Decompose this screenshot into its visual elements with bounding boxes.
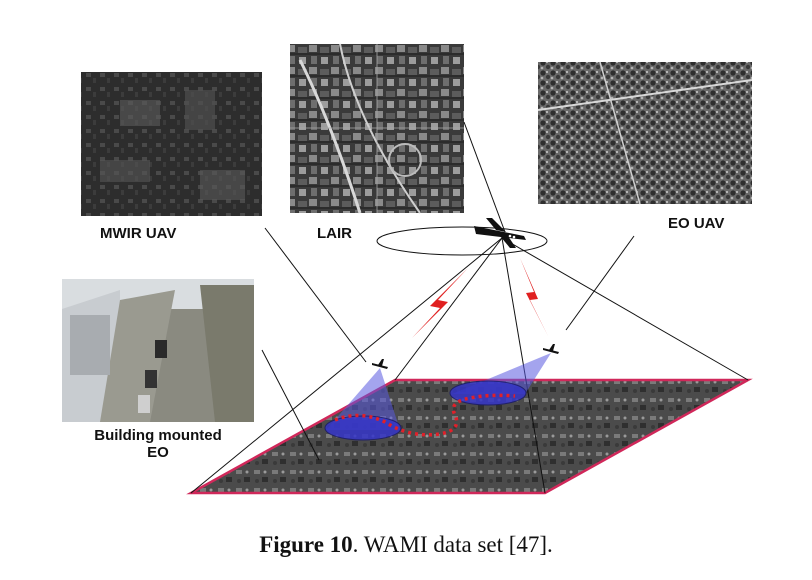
track-path [334,393,516,437]
lair-label: LAIR [317,225,352,242]
eo-uav-label: EO UAV [668,215,725,232]
aircraft-icon [474,218,526,248]
eo-uav-image [537,61,753,205]
caption-text: . WAMI data set [47]. [352,532,553,557]
figure-caption: Figure 10. WAMI data set [47]. [0,532,812,558]
mwir-uav-label: MWIR UAV [100,225,177,242]
figure-number: Figure 10 [259,532,353,557]
orbit-ellipse [376,226,548,256]
datalink-bolt-icon [520,258,548,336]
uav-icon [543,344,559,354]
lair-image [290,43,464,214]
building-eo-label-line1: Building mounted [94,427,222,444]
uav-icon [372,359,388,369]
mwir-image [81,72,262,216]
sensor-footprint [449,380,527,406]
datalink-bolt-icon [412,268,468,338]
building-eo-image [62,279,254,422]
building-eo-label-line2: EO [147,444,169,461]
sensor-cone [326,368,400,430]
building-eo-label: Building mounted EO [62,427,254,461]
